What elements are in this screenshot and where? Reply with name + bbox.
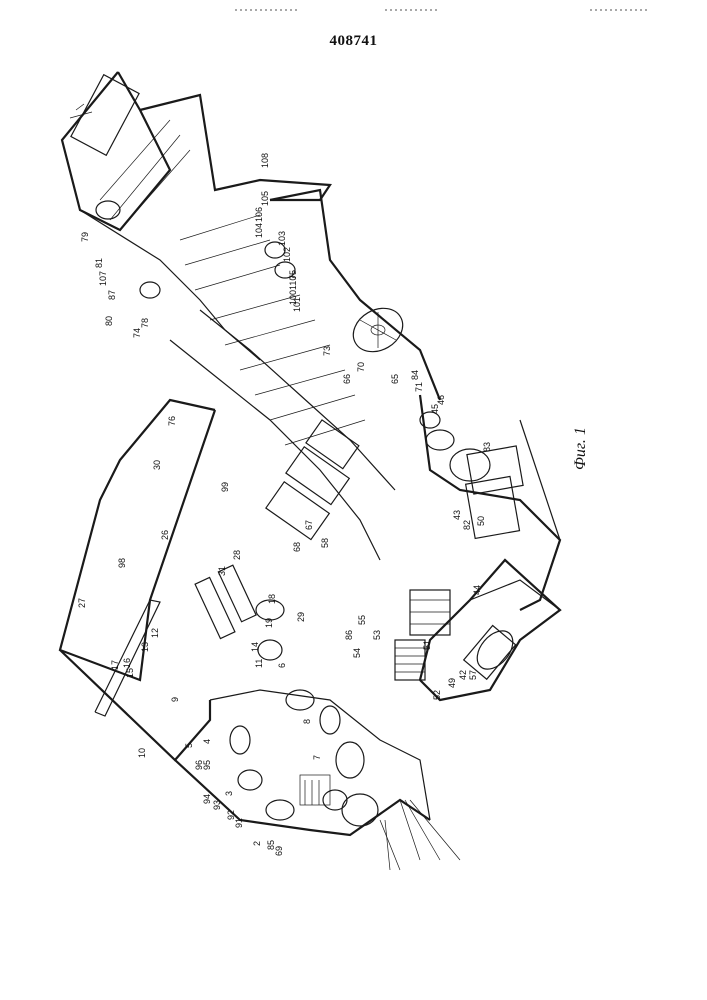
reference-labels: 1081061051041031027511010010173706679811… xyxy=(77,153,492,856)
reference-numeral: 4 xyxy=(202,739,212,744)
reference-numeral: 51 xyxy=(422,640,432,650)
reference-numeral: 101 xyxy=(292,297,302,312)
reference-numeral: 2 xyxy=(252,841,262,846)
reference-numeral: 3 xyxy=(224,791,234,796)
reference-numeral: 82 xyxy=(462,520,472,530)
reference-numeral: 71 xyxy=(414,382,424,392)
reference-numeral: 91 xyxy=(234,818,244,828)
reference-numeral: 31 xyxy=(217,566,227,576)
reference-numeral: 83 xyxy=(482,442,492,452)
reference-numeral: 76 xyxy=(167,416,177,426)
reference-numeral: 9 xyxy=(170,697,180,702)
reference-numeral: 43 xyxy=(452,510,462,520)
reference-numeral: 99 xyxy=(220,482,230,492)
reference-numeral: 13 xyxy=(140,642,150,652)
reference-numeral: 10 xyxy=(137,748,147,758)
reference-numeral: 52 xyxy=(432,690,442,700)
reference-numeral: 19 xyxy=(264,618,274,628)
reference-numeral: 7 xyxy=(312,755,322,760)
reference-numeral: 67 xyxy=(304,520,314,530)
reference-numeral: 95 xyxy=(202,760,212,770)
reference-numeral: 94 xyxy=(202,794,212,804)
reference-numeral: 16 xyxy=(122,658,132,668)
reference-numeral: 86 xyxy=(344,630,354,640)
machine-frame xyxy=(60,10,650,870)
reference-numeral: 65 xyxy=(390,374,400,384)
figure-caption: Фиг. 1 xyxy=(572,427,589,470)
reference-numeral: 73 xyxy=(322,346,332,356)
reference-numeral: 69 xyxy=(274,846,284,856)
reference-numeral: 12 xyxy=(150,628,160,638)
reference-numeral: 55 xyxy=(357,615,367,625)
reference-numeral: 46 xyxy=(436,395,446,405)
reference-numeral: 42 xyxy=(458,670,468,680)
reference-numeral: 70 xyxy=(356,362,366,372)
reference-numeral: 68 xyxy=(292,542,302,552)
reference-numeral: 84 xyxy=(410,370,420,380)
reference-numeral: 87 xyxy=(107,290,117,300)
reference-numeral: 80 xyxy=(104,316,114,326)
reference-numeral: 110 xyxy=(288,276,298,290)
reference-numeral: 79 xyxy=(80,232,90,242)
reference-numeral: 108 xyxy=(260,153,270,168)
reference-numeral: 49 xyxy=(447,678,457,688)
reference-numeral: 78 xyxy=(140,318,150,328)
reference-numeral: 106 xyxy=(254,207,264,222)
reference-numeral: 105 xyxy=(260,191,270,206)
reference-numeral: 30 xyxy=(152,460,162,470)
reference-numeral: 15 xyxy=(125,668,135,678)
reference-numeral: 18 xyxy=(267,594,277,604)
reference-numeral: 66 xyxy=(342,374,352,384)
reference-numeral: 28 xyxy=(232,550,242,560)
reference-numeral: 26 xyxy=(160,530,170,540)
reference-numeral: 6 xyxy=(277,663,287,668)
reference-numeral: 107 xyxy=(98,271,108,286)
reference-numeral: 81 xyxy=(94,258,104,268)
reference-numeral: 8 xyxy=(302,719,312,724)
reference-numeral: 27 xyxy=(77,598,87,608)
reference-numeral: 98 xyxy=(117,558,127,568)
reference-numeral: 53 xyxy=(372,630,382,640)
reference-numeral: 93 xyxy=(212,800,222,810)
reference-numeral: 11 xyxy=(254,659,264,668)
reference-numeral: 54 xyxy=(352,648,362,658)
reference-numeral: 29 xyxy=(296,612,306,622)
reference-numeral: 58 xyxy=(320,538,330,548)
reference-numeral: 17 xyxy=(110,660,120,670)
reference-numeral: 5 xyxy=(184,743,194,748)
reference-numeral: 50 xyxy=(476,516,486,526)
reference-numeral: 44 xyxy=(472,585,482,595)
reference-numeral: 14 xyxy=(250,642,260,652)
reference-numeral: 102 xyxy=(282,247,292,262)
reference-numeral: 57 xyxy=(468,670,478,680)
reference-numeral: 74 xyxy=(132,328,142,338)
reference-numeral: 104 xyxy=(254,223,264,238)
reference-numeral: 103 xyxy=(277,231,287,246)
